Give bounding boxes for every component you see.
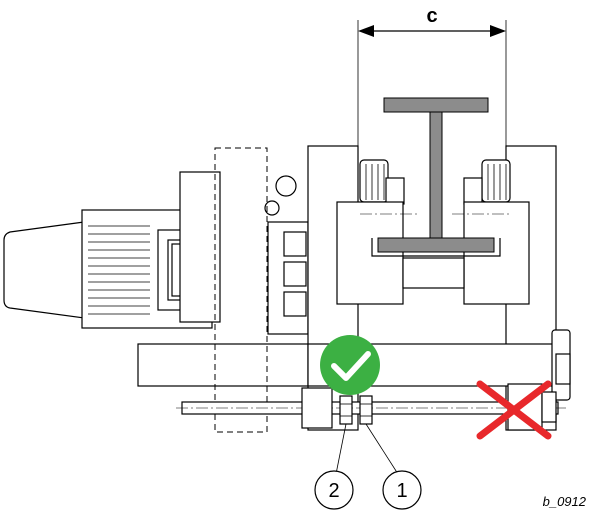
left-wheel-assembly — [336, 159, 420, 305]
dimension-c: c — [357, 5, 507, 146]
end-bracket — [551, 329, 571, 401]
dimension-label: c — [426, 5, 437, 27]
check-icon — [320, 335, 380, 395]
callout-2-label: 2 — [328, 480, 339, 502]
i-beam — [371, 97, 501, 257]
reference-code: b_0912 — [542, 494, 586, 509]
x-mark-icon — [476, 380, 552, 440]
callout-1: 1 — [365, 423, 422, 510]
side-plate-dashed — [214, 147, 268, 433]
right-wheel-assembly — [452, 159, 530, 305]
callout-1-label: 1 — [396, 480, 407, 502]
callout-2: 2 — [314, 423, 354, 510]
gearbox — [137, 171, 315, 387]
axle — [402, 257, 465, 289]
